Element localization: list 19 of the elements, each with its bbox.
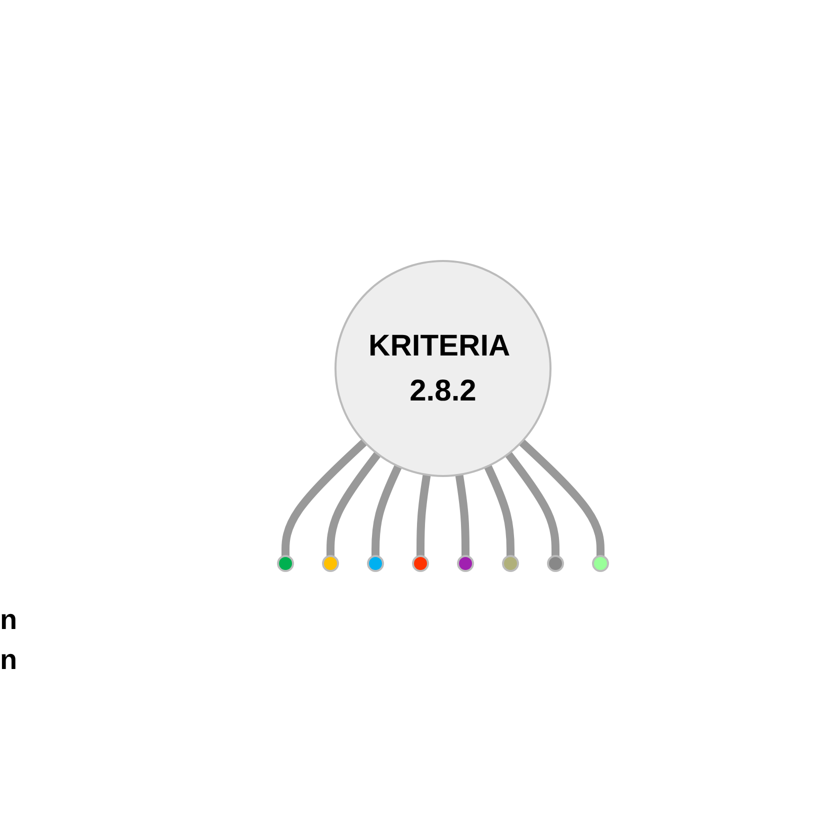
connector xyxy=(504,452,559,556)
node-circle xyxy=(366,555,384,572)
node-circle: KRITERIA 2.8.2 xyxy=(334,260,551,477)
connector xyxy=(454,474,469,556)
node-circle xyxy=(412,555,428,572)
connector xyxy=(518,439,604,556)
node-circle xyxy=(592,555,608,572)
connector xyxy=(281,439,367,556)
node-circle xyxy=(546,555,564,572)
node-circle xyxy=(322,555,338,572)
node-circle xyxy=(276,555,294,572)
connector xyxy=(416,474,430,556)
connector xyxy=(484,464,514,556)
node-circle xyxy=(456,555,474,572)
connector xyxy=(371,464,402,556)
connector xyxy=(326,452,380,556)
node-circle xyxy=(502,555,518,572)
text-fragment: n xyxy=(0,603,18,637)
text-fragment: n xyxy=(0,643,18,677)
